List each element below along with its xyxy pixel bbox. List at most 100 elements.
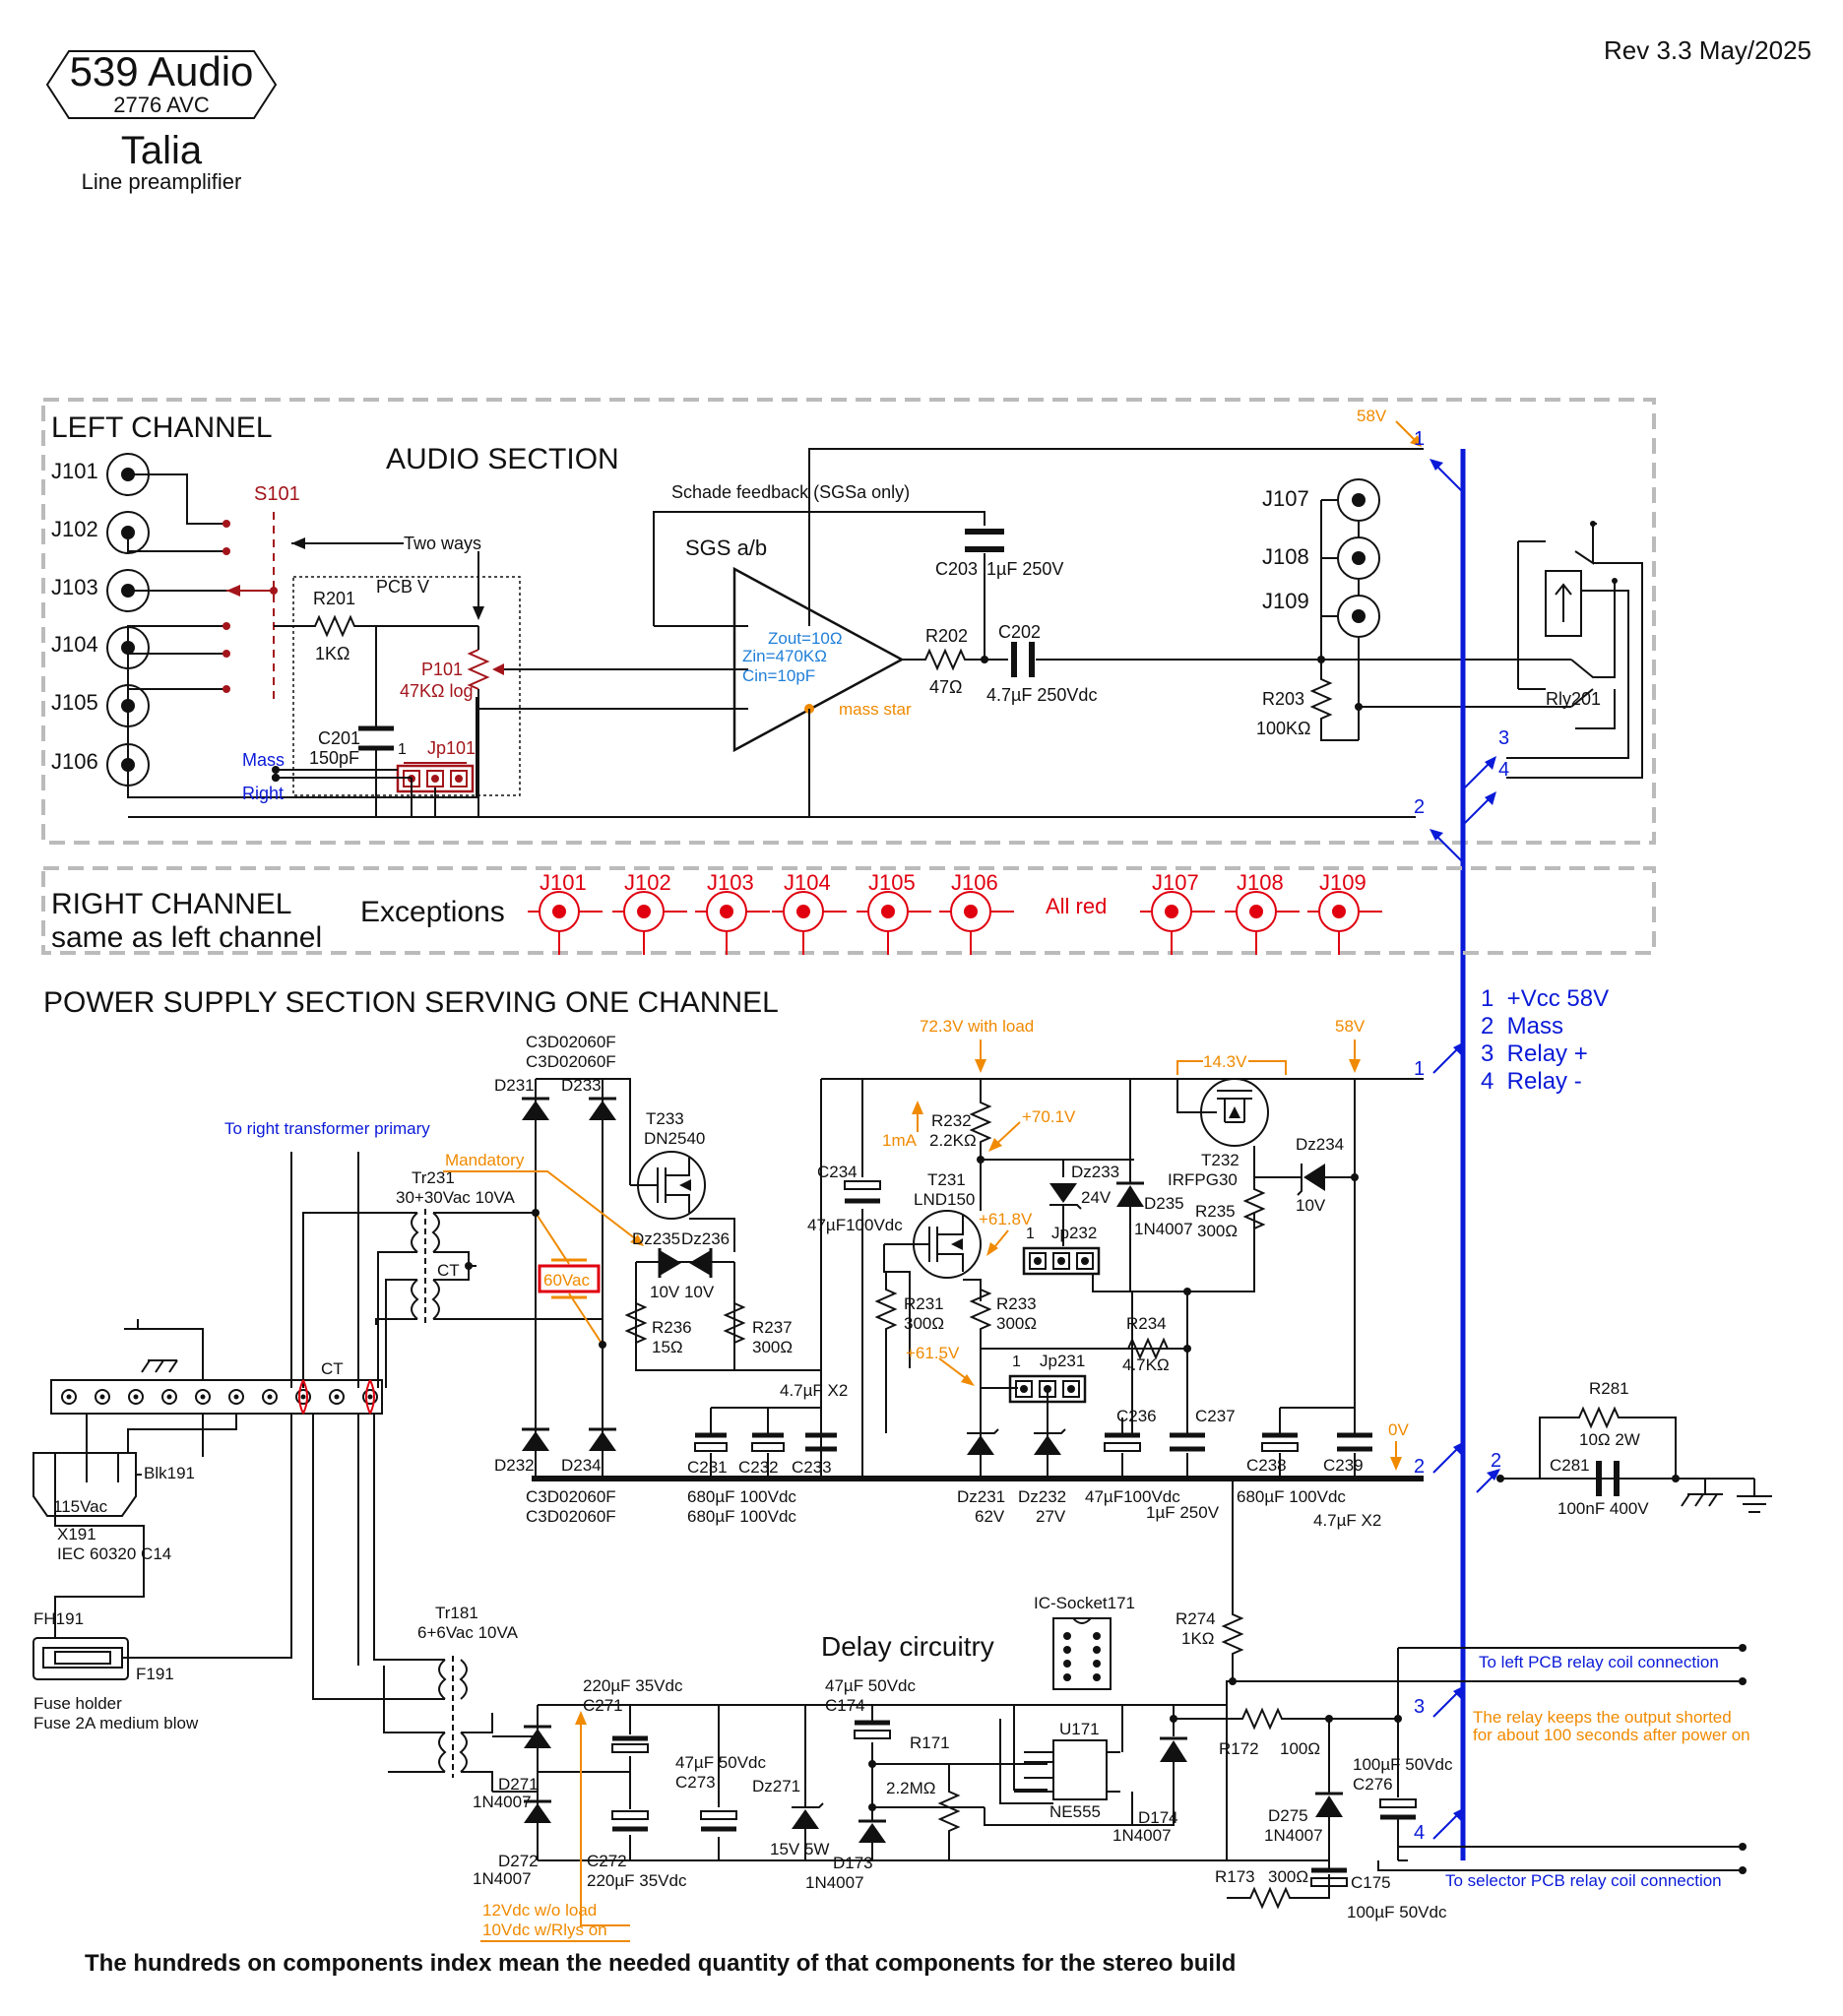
- jumper-jp231: 1 Jp231: [1008, 1352, 1087, 1404]
- svg-text:1N4007: 1N4007: [1264, 1826, 1323, 1845]
- svg-text:300Ω: 300Ω: [752, 1338, 793, 1356]
- mass-label: Mass: [242, 750, 285, 770]
- svg-text:D235: D235: [1144, 1194, 1184, 1213]
- chassis-ground-icon: [1681, 1479, 1723, 1507]
- svg-text:D271: D271: [498, 1775, 539, 1794]
- v72-label: 72.3V with load: [920, 1017, 1034, 1036]
- svg-text:2 Mass: 2 Mass: [1481, 1013, 1563, 1040]
- svg-text:47Ω: 47Ω: [929, 677, 962, 697]
- model-code: 2776 AVC: [113, 93, 210, 117]
- svg-text:C174: C174: [825, 1696, 865, 1715]
- svg-text:62V: 62V: [975, 1507, 1005, 1526]
- svg-text:D174: D174: [1138, 1808, 1178, 1827]
- svg-text:NE555: NE555: [1049, 1802, 1101, 1821]
- svg-text:100KΩ: 100KΩ: [1256, 719, 1311, 738]
- resistor-r232: R232 2.2KΩ: [929, 1079, 992, 1160]
- jack-j101: J101: [51, 453, 150, 496]
- product-type: Line preamplifier: [82, 169, 242, 194]
- bus-legend: 1 +Vcc 58V 2 Mass 3 Relay + 4 Relay -: [1481, 985, 1609, 1095]
- capacitor-c202: C202 4.7µF 250Vdc: [986, 622, 1097, 705]
- node-3: 3: [1498, 727, 1509, 749]
- svg-text:C236: C236: [1116, 1407, 1157, 1425]
- svg-text:15V 5W: 15V 5W: [770, 1840, 829, 1858]
- capacitor-c201: C201 150pF: [309, 626, 394, 817]
- svg-text:D173: D173: [833, 1854, 873, 1872]
- svg-text:J102: J102: [51, 517, 98, 541]
- svg-text:LND150: LND150: [914, 1190, 975, 1209]
- selector-s101: S101: [222, 483, 300, 705]
- right-channel-subtitle: same as left channel: [51, 921, 322, 954]
- svg-text:4 Relay -: 4 Relay -: [1481, 1068, 1582, 1095]
- svg-text:1 +Vcc 58V: 1 +Vcc 58V: [1481, 985, 1609, 1012]
- to-right-primary: To right transformer primary: [224, 1119, 430, 1138]
- d233-label: D233: [561, 1076, 602, 1095]
- svg-text:3 Relay +: 3 Relay +: [1481, 1040, 1588, 1067]
- c233-value: 4.7µF X2: [780, 1381, 848, 1400]
- svg-text:IEC 60320 C14: IEC 60320 C14: [57, 1544, 171, 1563]
- red-jack-j102: J102: [612, 870, 687, 955]
- red-jacks: J101 J102 J103 J104 J105 J106 J107 J108 …: [528, 870, 1382, 955]
- brand: 539 Audio: [70, 48, 254, 94]
- svg-text:U171: U171: [1059, 1720, 1100, 1738]
- svg-text:J107: J107: [1152, 870, 1199, 895]
- svg-text:100µF 50Vdc: 100µF 50Vdc: [1347, 1903, 1447, 1922]
- right-channel-title: RIGHT CHANNEL: [51, 888, 291, 920]
- svg-text:Jp101: Jp101: [427, 738, 476, 758]
- jumper-jp101: 1 Jp101: [396, 738, 476, 793]
- zener-dz235-dz236: Dz235 Dz236 10V 10V: [632, 1229, 735, 1358]
- svg-text:150pF: 150pF: [309, 748, 359, 768]
- svg-text:10V: 10V: [1296, 1196, 1326, 1215]
- svg-text:J105: J105: [868, 870, 916, 895]
- tr181-name: Tr181: [435, 1604, 478, 1622]
- to-left-relay: To left PCB relay coil connection: [1479, 1653, 1719, 1671]
- capacitor-c234: C234 47µF100Vdc: [807, 1079, 903, 1479]
- red-jack-j101: J101: [528, 870, 603, 955]
- d232-label: D232: [494, 1456, 535, 1475]
- svg-text:R281: R281: [1589, 1379, 1629, 1398]
- svg-text:10V 10V: 10V 10V: [650, 1283, 715, 1301]
- svg-text:C234: C234: [817, 1163, 858, 1181]
- svg-text:FH191: FH191: [33, 1609, 84, 1628]
- jack-j103: J103: [51, 569, 150, 612]
- right-channel-box: [41, 866, 1656, 955]
- svg-text:J107: J107: [1262, 486, 1309, 511]
- red-jack-j106: J106: [939, 870, 1014, 955]
- svg-text:47KΩ log: 47KΩ log: [400, 681, 474, 701]
- svg-text:C175: C175: [1351, 1873, 1391, 1892]
- node-4-delay: 4: [1414, 1822, 1425, 1844]
- svg-text:J103: J103: [51, 575, 98, 599]
- diode-d234: [589, 1427, 616, 1451]
- mosfet-t232: T232 IRFPG30: [1168, 1078, 1269, 1189]
- svg-text:SGS a/b: SGS a/b: [685, 536, 767, 560]
- v61-5-label: +61.5V: [906, 1344, 960, 1362]
- resistor-r236: R236 15Ω: [624, 1302, 821, 1371]
- svg-text:J104: J104: [784, 870, 831, 895]
- capacitor-c203: C203 1µF 250V: [935, 529, 1063, 579]
- fuse-holder-fh191: FH191 F191 Fuse holder Fuse 2A medium bl…: [32, 1609, 199, 1732]
- mandatory-note: Mandatory: [445, 1151, 525, 1169]
- resistor-r202: R202 47Ω: [902, 626, 1008, 697]
- svg-text:C237: C237: [1195, 1407, 1236, 1425]
- output-jacks: J107 J108 J109: [1262, 478, 1380, 638]
- svg-text:R233: R233: [996, 1294, 1037, 1313]
- diode-d231: [522, 1097, 549, 1120]
- mass-star-label: mass star: [839, 700, 912, 719]
- jack-j107: J107: [1262, 478, 1380, 522]
- relay-note-2: for about 100 seconds after power on: [1473, 1726, 1750, 1744]
- svg-text:J101: J101: [51, 459, 98, 483]
- svg-text:S101: S101: [254, 483, 300, 505]
- svg-text:F191: F191: [136, 1665, 174, 1683]
- svg-text:1: 1: [398, 741, 407, 758]
- power-supply-title: POWER SUPPLY SECTION SERVING ONE CHANNEL: [43, 986, 779, 1019]
- capacitor-c231: C231: [687, 1432, 728, 1477]
- svg-text:300Ω: 300Ω: [1197, 1222, 1238, 1240]
- transformer-tr181: [438, 1656, 468, 1778]
